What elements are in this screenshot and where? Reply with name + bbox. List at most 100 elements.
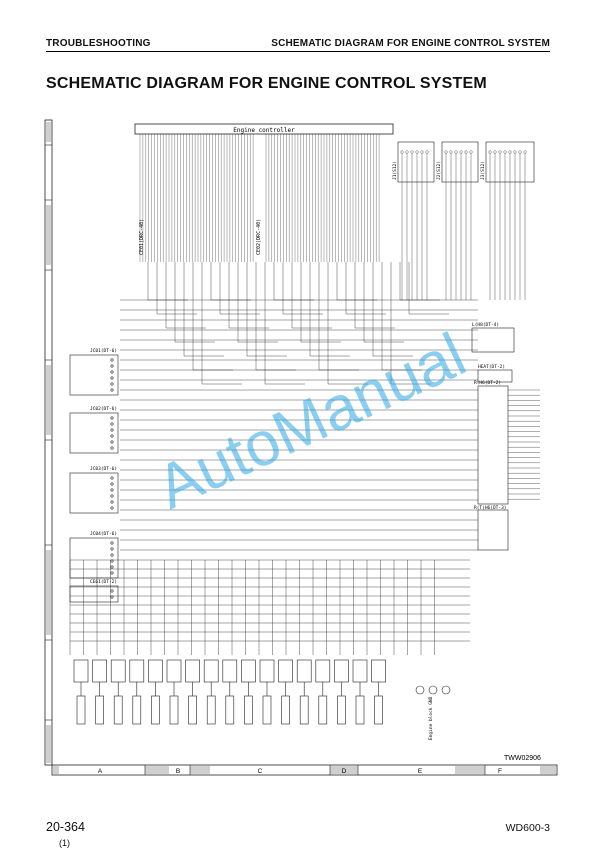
junction-label: JC02(DT-6): [90, 406, 117, 412]
wire: [210, 262, 251, 301]
sensor-connector: [371, 659, 386, 683]
sensor-connector: [315, 659, 331, 683]
right-top-pins: [400, 150, 527, 300]
junction-pin: [110, 446, 114, 450]
junction-pin: [110, 565, 114, 569]
junction-pin: [110, 482, 114, 486]
connector-label-ce02: CE02(DRC-40): [256, 219, 262, 255]
column-letters: A B C D E F: [98, 768, 502, 775]
junction-pin: [110, 388, 114, 392]
sensor-connector: [278, 659, 293, 683]
column-letter: A: [98, 768, 103, 775]
sensor-connector: [185, 659, 200, 683]
connector-pin: [469, 150, 473, 154]
junction-pin: [110, 500, 114, 504]
ground-symbols: [415, 685, 451, 695]
frame-left-bar: [44, 119, 53, 766]
model-number: WD600-3: [505, 822, 550, 834]
sensor-connector: [334, 659, 349, 683]
wire: [318, 262, 359, 371]
connector-pin: [508, 150, 512, 154]
wire: [372, 262, 413, 357]
connector-pin: [454, 150, 458, 154]
column-letter: D: [342, 768, 347, 775]
junction-block: [69, 354, 119, 396]
sensor-connector: [241, 659, 256, 683]
wire: [237, 262, 278, 343]
connector-label-j1: J1(S12): [392, 161, 398, 180]
page-revision: (1): [59, 838, 70, 848]
wire: [282, 262, 323, 315]
sensor-body: [337, 695, 346, 725]
connector-pin: [444, 150, 448, 154]
sensor-connector: [259, 659, 275, 683]
sensor-connector: [110, 659, 126, 683]
wire: [228, 262, 269, 329]
sensor-body: [169, 695, 179, 725]
connector-pin: [415, 150, 419, 154]
wire: [390, 262, 431, 385]
page-number: 20-364: [46, 820, 85, 834]
junction-label: JC03(DT-6): [90, 466, 117, 472]
junction-label: JC04(DT-6): [90, 531, 117, 537]
wire: [345, 262, 386, 315]
wire: [174, 262, 215, 343]
connector-pin: [420, 150, 424, 154]
right-relay-blocks: [471, 327, 515, 551]
column-letter: E: [418, 768, 423, 775]
junction-pin: [110, 589, 114, 593]
junction-block: [69, 585, 119, 603]
wire: [192, 262, 233, 371]
sensor-connector: [92, 659, 107, 683]
wire: [273, 262, 314, 301]
header-page-topic: SCHEMATIC DIAGRAM FOR ENGINE CONTROL SYS…: [271, 38, 550, 49]
junction-pin: [110, 595, 114, 599]
relay-pins: [508, 389, 540, 500]
junction-pin: [110, 488, 114, 492]
relay-labels: L(H8(DT-4) HEAT(DT-2) R(H6(DT-2) R(T(H6(…: [472, 322, 507, 511]
junction-pin: [110, 428, 114, 432]
junction-pin: [110, 559, 114, 563]
wire: [246, 262, 287, 357]
column-letter: F: [498, 768, 502, 775]
wire: [399, 262, 440, 301]
sensor-connector: [222, 659, 238, 683]
junction-pin: [110, 571, 114, 575]
sensor-connector: [73, 659, 89, 683]
wire: [201, 262, 242, 385]
wire: [363, 262, 404, 343]
watermark: AutoManual: [147, 320, 476, 522]
relay-label: R(H6(DT-2): [474, 380, 501, 386]
sensor-connector: [148, 659, 163, 683]
wire: [264, 262, 305, 385]
sensor-connector: [203, 659, 219, 683]
connector-pin: [464, 150, 468, 154]
junction-blocks: [69, 354, 119, 603]
connector-pin: [410, 150, 414, 154]
wire: [300, 262, 341, 343]
connector-pin: [513, 150, 517, 154]
junction-labels: JC01(DT-6) JC02(DT-6) JC03(DT-6) JC04(DT…: [90, 348, 117, 585]
wire: [327, 262, 368, 385]
wire: [255, 262, 296, 371]
connector-pin: [493, 150, 497, 154]
sensor-body: [262, 695, 272, 725]
junction-pin: [110, 440, 114, 444]
sensor-connector: [296, 659, 312, 683]
junction-block: [69, 412, 119, 454]
sensor-body: [113, 695, 123, 725]
sensor-body: [374, 695, 383, 725]
junction-pin: [110, 416, 114, 420]
engine-controller-box: [134, 123, 394, 135]
wire: [354, 262, 395, 329]
relay-label: R(T(H6(DT-3): [474, 505, 507, 511]
connector-pin: [459, 150, 463, 154]
wire: [408, 262, 449, 315]
junction-pin: [110, 476, 114, 480]
junction-pin: [110, 506, 114, 510]
junction-pin: [110, 434, 114, 438]
connector-label-j2: J2(S12): [436, 161, 442, 180]
sensor-body: [355, 695, 365, 725]
junction-pin: [110, 358, 114, 362]
